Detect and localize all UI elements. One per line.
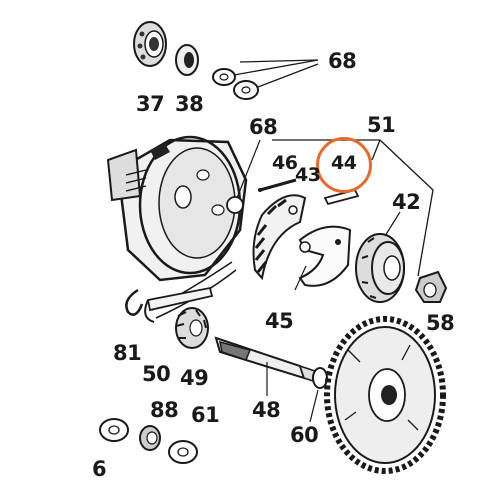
label-46: 46: [272, 152, 298, 174]
shims-68-top: [212, 68, 259, 100]
bearing-37: [133, 21, 167, 67]
nut-58: [414, 270, 448, 303]
seal-38: [175, 44, 199, 76]
label-61: 61: [191, 403, 220, 427]
label-81: 81: [113, 341, 142, 365]
label-49: 49: [180, 366, 209, 390]
label-60: 60: [290, 423, 319, 447]
clutch-housing: [106, 135, 248, 282]
clutch-shoe-43: [252, 194, 307, 281]
label-45: 45: [265, 309, 294, 333]
label-44: 44: [331, 152, 357, 174]
washer-6: [99, 418, 129, 442]
label-68-mid: 68: [249, 115, 278, 139]
circlip-81: [125, 288, 144, 316]
label-50: 50: [142, 362, 171, 386]
highlight-ring: [316, 137, 372, 193]
large-gear: [324, 316, 446, 474]
label-58: 58: [426, 311, 455, 335]
bushing-88: [139, 425, 161, 451]
lever-50: [144, 286, 214, 323]
label-43: 43: [295, 164, 321, 186]
washer-61: [168, 440, 198, 464]
label-6: 6: [92, 457, 107, 481]
label-88: 88: [150, 398, 179, 422]
gear-49: [175, 307, 209, 349]
label-37: 37: [136, 92, 165, 116]
label-68-top: 68: [328, 49, 357, 73]
label-51: 51: [367, 113, 396, 137]
label-48: 48: [252, 398, 281, 422]
label-42: 42: [392, 190, 421, 214]
pin-46: [258, 178, 297, 192]
shaft-48: [214, 336, 319, 383]
clutch-shoe-45: [298, 225, 352, 287]
label-38: 38: [175, 92, 204, 116]
clutch-drum-42: [355, 233, 405, 303]
